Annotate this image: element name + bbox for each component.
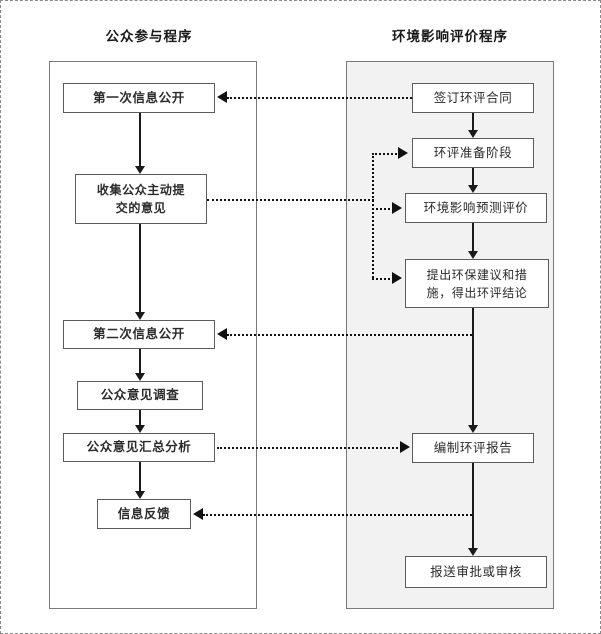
- link-analysis-to-report: [217, 447, 402, 449]
- arrowhead-contract-to-preparation: [468, 130, 478, 138]
- node-first-disclosure[interactable]: 第一次信息公开: [63, 83, 215, 113]
- node-recommendations[interactable]: 提出环保建议和措 施，得出环评结论: [405, 259, 549, 308]
- arrowhead-report-to-feedback: [193, 508, 203, 520]
- arrowhead-report-to-submit: [468, 548, 478, 556]
- arrowhead-eia-to-second-disclosure: [217, 328, 227, 340]
- flow-prediction-to-recommendations: [472, 223, 474, 251]
- link-eia-to-second-disclosure: [227, 334, 472, 336]
- node-impact-prediction[interactable]: 环境影响预测评价: [405, 193, 547, 223]
- flow-analysis-to-feedback: [139, 462, 141, 491]
- arrowhead-recommendations-to-report: [468, 425, 478, 433]
- arrowhead-collect-to-recommendations: [392, 272, 402, 284]
- node-feedback[interactable]: 信息反馈: [97, 499, 191, 529]
- arrowhead-analysis-to-report: [400, 441, 410, 453]
- link-collect-to-preparation: [372, 153, 400, 155]
- flow-collect-to-second: [139, 224, 141, 312]
- arrowhead-second-to-survey: [135, 373, 145, 381]
- link-collect-to-prediction: [372, 208, 394, 210]
- node-opinion-survey[interactable]: 公众意见调查: [77, 381, 203, 410]
- flow-second-to-survey: [139, 349, 141, 373]
- arrowhead-contract-to-first-disclosure: [217, 91, 227, 103]
- link-collect-to-recommendations: [372, 278, 394, 280]
- arrowhead-prediction-to-recommendations: [468, 251, 478, 259]
- arrowhead-analysis-to-feedback: [135, 491, 145, 499]
- flow-first-to-collect: [139, 113, 141, 166]
- node-second-disclosure[interactable]: 第二次信息公开: [63, 320, 215, 349]
- node-submit-approval[interactable]: 报送审批或审核: [405, 556, 547, 588]
- flow-preparation-to-prediction: [472, 168, 474, 185]
- lane-title-left: 公众参与程序: [105, 29, 193, 45]
- node-sign-contract[interactable]: 签订环评合同: [412, 83, 534, 113]
- arrowhead-first-to-collect: [135, 166, 145, 174]
- flow-report-to-submit: [472, 463, 474, 548]
- node-opinion-analysis[interactable]: 公众意见汇总分析: [63, 433, 215, 462]
- arrowhead-collect-to-second: [135, 312, 145, 320]
- link-report-to-feedback: [203, 514, 472, 516]
- arrowhead-collect-to-prediction: [392, 202, 402, 214]
- arrowhead-preparation-to-prediction: [468, 185, 478, 193]
- node-collect-opinions-line1: 收集公众主动提: [96, 183, 186, 197]
- flow-recommendations-to-report: [472, 308, 474, 425]
- link-collect-opinions-riser: [372, 153, 374, 278]
- node-collect-opinions[interactable]: 收集公众主动提 交的意见: [75, 174, 207, 224]
- lane-title-right: 环境影响评价程序: [392, 29, 508, 45]
- flow-contract-to-preparation: [472, 113, 474, 130]
- node-preparation-stage[interactable]: 环评准备阶段: [412, 138, 534, 168]
- node-recommendations-line1: 提出环保建议和措: [426, 267, 528, 282]
- link-collect-opinions-trunk: [207, 199, 374, 201]
- node-recommendations-line2: 施，得出环评结论: [426, 285, 528, 300]
- arrowhead-collect-to-preparation: [398, 147, 408, 159]
- link-contract-to-first-disclosure: [227, 97, 412, 99]
- flow-survey-to-analysis: [139, 410, 141, 425]
- arrowhead-survey-to-analysis: [135, 425, 145, 433]
- node-compile-report[interactable]: 编制环评报告: [412, 433, 534, 463]
- node-collect-opinions-line2: 交的意见: [115, 201, 167, 215]
